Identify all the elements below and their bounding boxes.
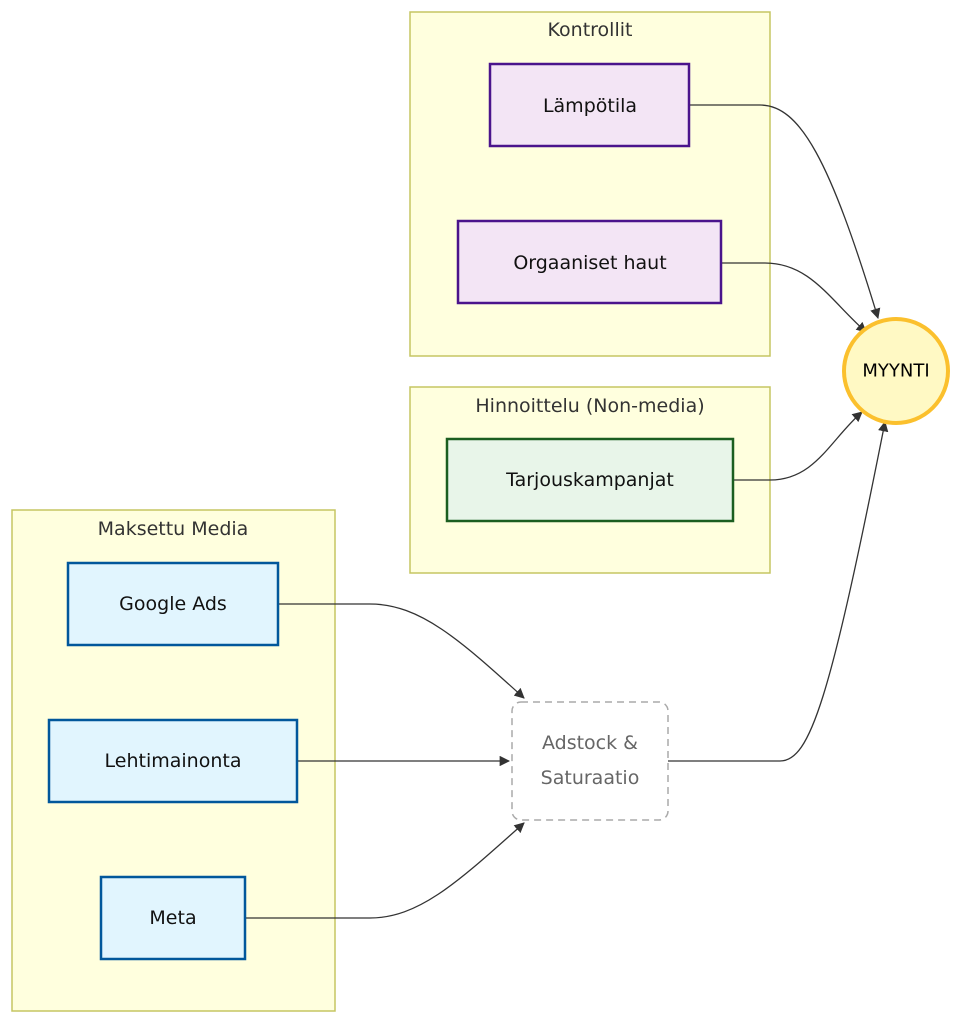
node-temperature-label: Lämpötila <box>543 95 637 117</box>
node-print-ads[interactable]: Lehtimainonta <box>47 718 299 804</box>
node-meta[interactable]: Meta <box>99 875 247 961</box>
node-adstock-label-line1: Adstock & <box>542 732 638 754</box>
node-temperature[interactable]: Lämpötila <box>488 62 691 148</box>
cluster-controls-label: Kontrollit <box>548 19 633 41</box>
node-adstock-saturation[interactable]: Adstock & Saturaatio <box>511 701 669 821</box>
node-print-label: Lehtimainonta <box>105 750 242 772</box>
cluster-pricing-label: Hinnoittelu (Non-media) <box>475 395 704 417</box>
node-adstock-box[interactable] <box>511 701 669 821</box>
edge-promotions-to-sales <box>733 411 863 481</box>
cluster-paid-media-label: Maksettu Media <box>98 518 249 540</box>
edge-temperature-to-sales <box>690 104 881 319</box>
node-sales-label: MYYNTI <box>862 361 929 382</box>
edge-adstock-to-sales <box>668 420 889 762</box>
node-promotions-box[interactable] <box>445 437 735 523</box>
node-sales[interactable]: MYYNTI <box>842 317 950 425</box>
node-organic-box[interactable] <box>456 219 723 305</box>
edge-google-to-adstock <box>278 603 525 699</box>
node-print-box[interactable] <box>47 718 299 804</box>
node-adstock-label-line2: Saturaatio <box>541 767 640 789</box>
node-sales-circle[interactable] <box>842 317 950 425</box>
node-google-label: Google Ads <box>119 593 227 615</box>
node-promotions-label: Tarjouskampanjat <box>505 469 674 491</box>
node-meta-box[interactable] <box>99 875 247 961</box>
node-organic-searches[interactable]: Orgaaniset haut <box>456 219 723 305</box>
node-meta-label: Meta <box>149 907 196 929</box>
node-google-ads[interactable]: Google Ads <box>66 561 280 647</box>
node-promotions[interactable]: Tarjouskampanjat <box>445 437 735 523</box>
node-google-box[interactable] <box>66 561 280 647</box>
node-temperature-box[interactable] <box>488 62 691 148</box>
node-organic-label: Orgaaniset haut <box>513 252 666 274</box>
edge-meta-to-adstock <box>245 822 525 919</box>
edge-organic-to-sales <box>721 262 867 333</box>
